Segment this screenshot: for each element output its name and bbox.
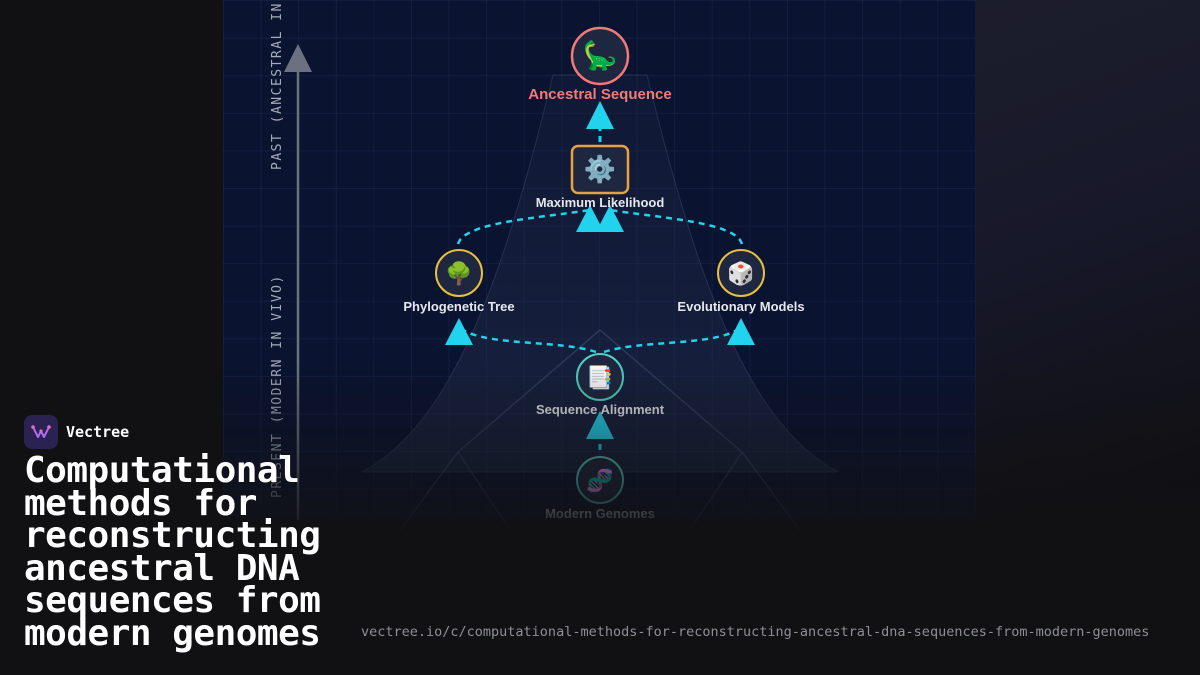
connector-alignment-models xyxy=(603,328,738,354)
brand-name: Vectree xyxy=(66,423,130,441)
arrowhead-likelihood-right xyxy=(596,205,624,232)
node-label-likelihood: Maximum Likelihood xyxy=(536,195,665,210)
dinosaur-icon: 🦕 xyxy=(583,39,618,72)
connector-models-likelihood xyxy=(609,208,744,245)
node-label-tree: Phylogenetic Tree xyxy=(403,299,514,314)
node-label-genomes: Modern Genomes xyxy=(545,506,655,521)
brand: Vectree xyxy=(24,415,129,449)
gear-icon: ⚙️ xyxy=(584,154,616,185)
time-axis-arrowhead xyxy=(284,44,312,72)
node-maximum-likelihood: ⚙️ Maximum Likelihood xyxy=(536,144,665,210)
page-title: Computational methods for reconstructing… xyxy=(24,450,321,654)
node-evolutionary-models: 🎲 Evolutionary Models xyxy=(677,249,805,314)
axis-label-past: PAST (ANCESTRAL IN xyxy=(270,2,285,170)
page-url[interactable]: vectree.io/c/computational-methods-for-r… xyxy=(361,624,1150,640)
node-ancestral-sequence: 🦕 Ancestral Sequence xyxy=(528,26,672,103)
bookmark-tabs-icon: 📑 xyxy=(586,365,613,391)
arrowhead-tree xyxy=(445,318,473,345)
connector-tree-likelihood xyxy=(456,208,591,245)
node-phylogenetic-tree: 🌳 Phylogenetic Tree xyxy=(403,249,515,314)
node-label-models: Evolutionary Models xyxy=(677,299,804,314)
dice-icon: 🎲 xyxy=(727,261,754,287)
arrowhead-ancestral xyxy=(586,101,614,129)
arrowhead-models xyxy=(727,318,755,345)
node-label-alignment: Sequence Alignment xyxy=(536,402,665,417)
node-label-ancestral: Ancestral Sequence xyxy=(528,86,671,103)
arrowhead-likelihood-left xyxy=(576,205,604,232)
vectree-logo-icon xyxy=(24,415,58,449)
connector-alignment-tree xyxy=(462,328,597,354)
dna-icon: 🧬 xyxy=(586,467,613,494)
tree-icon: 🌳 xyxy=(445,260,472,287)
